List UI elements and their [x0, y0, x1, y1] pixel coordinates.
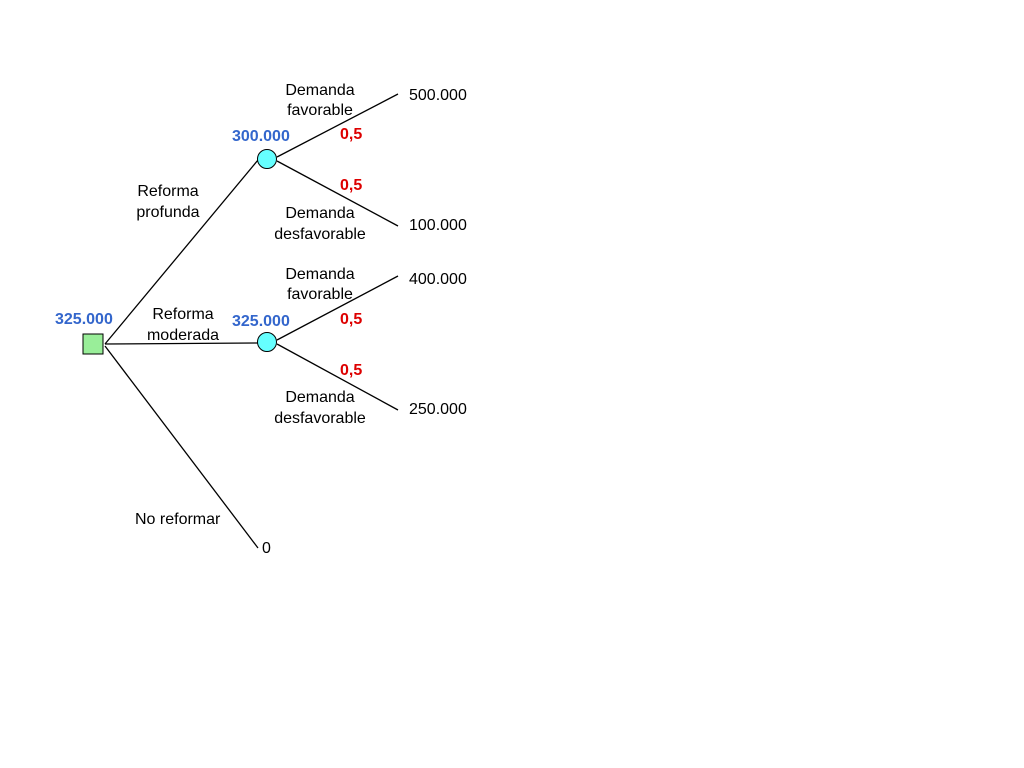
- edge-moderada-favorable: [276, 275, 399, 341]
- outcome-label-profunda-fav-line1: Demanda: [285, 82, 354, 99]
- prob-moderada-desfav: 0,5: [340, 362, 362, 379]
- outcome-label-profunda-fav-line2: favorable: [287, 102, 353, 119]
- edge-reforma-moderada: [104, 342, 259, 345]
- node-value-moderada: 325.000: [232, 313, 290, 330]
- decision-node: [82, 333, 104, 355]
- edge-profunda-favorable: [276, 93, 399, 158]
- branch-label-no-reformar: No reformar: [135, 511, 221, 528]
- payoff-moderada-desfav: 250.000: [409, 401, 467, 418]
- outcome-label-moderada-fav-line2: favorable: [287, 286, 353, 303]
- prob-profunda-fav: 0,5: [340, 126, 362, 143]
- branch-label-moderada-line1: Reforma: [152, 306, 213, 323]
- outcome-label-moderada-desfav-line2: desfavorable: [274, 410, 366, 427]
- payoff-profunda-desfav: 100.000: [409, 217, 467, 234]
- branch-label-moderada-line2: moderada: [147, 327, 219, 344]
- branch-label-profunda-line1: Reforma: [137, 183, 198, 200]
- edge-profunda-desfavorable: [276, 160, 399, 227]
- edge-no-reformar: [104, 345, 259, 549]
- chance-node-moderada: [257, 332, 277, 352]
- payoff-moderada-fav: 400.000: [409, 271, 467, 288]
- edge-reforma-profunda: [104, 159, 259, 345]
- payoff-profunda-fav: 500.000: [409, 87, 467, 104]
- outcome-label-moderada-desfav-line1: Demanda: [285, 389, 354, 406]
- node-value-profunda: 300.000: [232, 128, 290, 145]
- chance-node-profunda: [257, 149, 277, 169]
- payoff-no-reformar: 0: [262, 540, 271, 557]
- prob-moderada-fav: 0,5: [340, 311, 362, 328]
- root-expected-value: 325.000: [55, 311, 113, 328]
- edge-moderada-desfavorable: [276, 343, 399, 411]
- prob-profunda-desfav: 0,5: [340, 177, 362, 194]
- outcome-label-profunda-desfav-line2: desfavorable: [274, 226, 366, 243]
- outcome-label-moderada-fav-line1: Demanda: [285, 266, 354, 283]
- outcome-label-profunda-desfav-line1: Demanda: [285, 205, 354, 222]
- branch-label-profunda-line2: profunda: [136, 204, 199, 221]
